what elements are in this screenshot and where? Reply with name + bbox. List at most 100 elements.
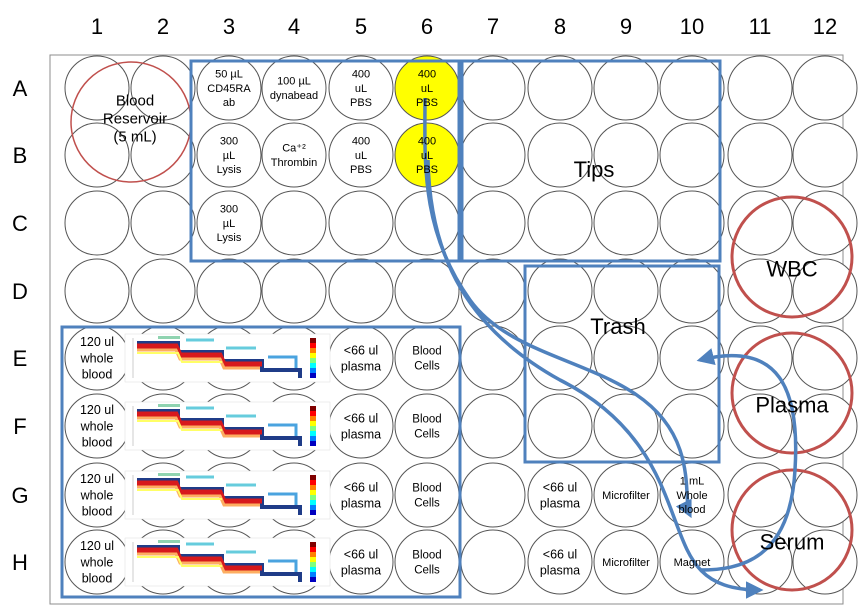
well-D2 bbox=[130, 258, 196, 324]
well-D11 bbox=[727, 258, 793, 324]
well-label-B5: PBS bbox=[350, 164, 372, 176]
well-label-F5: plasma bbox=[341, 428, 381, 442]
well-A2 bbox=[130, 55, 196, 121]
serum-reservoir-label: Serum bbox=[760, 530, 825, 555]
well-label-G1: 120 ul bbox=[80, 472, 114, 486]
tips-region bbox=[457, 59, 722, 263]
trash-region bbox=[523, 264, 721, 464]
well-B7 bbox=[460, 122, 526, 188]
well-label-E1: blood bbox=[82, 368, 113, 382]
well-label-A3: CD45RA bbox=[207, 83, 251, 95]
serum-reservoir bbox=[730, 468, 854, 592]
well-label-F1: whole bbox=[80, 419, 114, 433]
row-label-E: E bbox=[13, 346, 28, 371]
well-label-A5: PBS bbox=[350, 97, 372, 109]
well-label-A3: ab bbox=[223, 97, 235, 109]
well-label-B5: 400 bbox=[352, 136, 370, 148]
column-label-10: 10 bbox=[680, 14, 704, 39]
arrow-h10-to-trash bbox=[696, 348, 798, 572]
well-D5 bbox=[328, 258, 394, 324]
well-E7 bbox=[460, 325, 526, 391]
well-D9 bbox=[593, 258, 659, 324]
blood-reservoir-label: (5 mL) bbox=[113, 128, 156, 145]
well-A7 bbox=[460, 55, 526, 121]
well-label-H9: Microfilter bbox=[602, 557, 650, 569]
well-H8 bbox=[527, 529, 593, 595]
arrow-b6-to-serum bbox=[426, 159, 764, 599]
well-label-H6: Blood bbox=[412, 550, 441, 562]
well-A4 bbox=[261, 55, 327, 121]
row-label-C: C bbox=[12, 211, 28, 236]
well-B9 bbox=[593, 122, 659, 188]
well-label-G10: blood bbox=[679, 504, 706, 516]
well-label-C3: µL bbox=[223, 218, 235, 230]
well-B1 bbox=[64, 122, 130, 188]
well-label-B4: Thrombin bbox=[271, 157, 317, 169]
arrow-a6-to-g10 bbox=[423, 97, 692, 519]
well-label-G6: Cells bbox=[414, 498, 440, 510]
well-H5 bbox=[328, 529, 394, 595]
well-G6 bbox=[394, 462, 460, 528]
well-F5 bbox=[328, 393, 394, 459]
well-B5 bbox=[328, 122, 394, 188]
well-G5 bbox=[328, 462, 394, 528]
separation-region bbox=[60, 325, 462, 599]
well-B3 bbox=[196, 122, 262, 188]
well-C2 bbox=[130, 190, 196, 256]
well-A12 bbox=[792, 55, 858, 121]
well-A8 bbox=[527, 55, 593, 121]
column-label-12: 12 bbox=[813, 14, 837, 39]
blood-reservoir-label: Reservoir bbox=[103, 110, 167, 127]
column-label-5: 5 bbox=[355, 14, 367, 39]
well-G8 bbox=[527, 462, 593, 528]
flow-simulation-image bbox=[124, 470, 331, 520]
column-label-3: 3 bbox=[223, 14, 235, 39]
well-D3 bbox=[196, 258, 262, 324]
well-label-G8: plasma bbox=[540, 497, 580, 511]
well-label-G10: Whole bbox=[676, 490, 707, 502]
well-F8 bbox=[527, 393, 593, 459]
well-label-C3: 300 bbox=[220, 204, 238, 216]
well-label-G5: <66 ul bbox=[344, 480, 378, 494]
well-C9 bbox=[593, 190, 659, 256]
well-label-A5: uL bbox=[355, 83, 367, 95]
flow-simulation-image bbox=[124, 333, 331, 383]
well-C1 bbox=[64, 190, 130, 256]
well-label-F1: blood bbox=[82, 436, 113, 450]
well-label-H1: 120 ul bbox=[80, 539, 114, 553]
well-C3 bbox=[196, 190, 262, 256]
well-label-F1: 120 ul bbox=[80, 403, 114, 417]
well-B11 bbox=[727, 122, 793, 188]
column-label-7: 7 bbox=[487, 14, 499, 39]
well-label-A6: 400 bbox=[418, 69, 436, 81]
well-H9 bbox=[593, 529, 659, 595]
well-label-E1: whole bbox=[80, 351, 114, 365]
well-label-G6: Blood bbox=[412, 483, 441, 495]
well-C10 bbox=[659, 190, 725, 256]
reagents-region bbox=[189, 59, 464, 263]
well-label-C3: Lysis bbox=[217, 232, 242, 244]
well-label-B6: uL bbox=[421, 150, 433, 162]
well-C7 bbox=[460, 190, 526, 256]
well-label-F6: Blood bbox=[412, 414, 441, 426]
well-B12 bbox=[792, 122, 858, 188]
well-label-B5: uL bbox=[355, 150, 367, 162]
well-D7 bbox=[460, 258, 526, 324]
well-D10 bbox=[659, 258, 725, 324]
well-label-H6: Cells bbox=[414, 565, 440, 577]
column-label-9: 9 bbox=[620, 14, 632, 39]
plasma-reservoir bbox=[730, 331, 854, 455]
well-H6 bbox=[394, 529, 460, 595]
row-label-B: B bbox=[13, 143, 28, 168]
well-label-E6: Cells bbox=[414, 361, 440, 373]
well-label-E5: <66 ul bbox=[344, 343, 378, 357]
well-G7 bbox=[460, 462, 526, 528]
row-label-D: D bbox=[12, 279, 28, 304]
plate-outline bbox=[49, 54, 844, 605]
wbc-reservoir-label: WBC bbox=[766, 257, 817, 282]
flow-simulation-image bbox=[124, 401, 331, 451]
well-label-F6: Cells bbox=[414, 429, 440, 441]
well-B8 bbox=[527, 122, 593, 188]
well-D6 bbox=[394, 258, 460, 324]
